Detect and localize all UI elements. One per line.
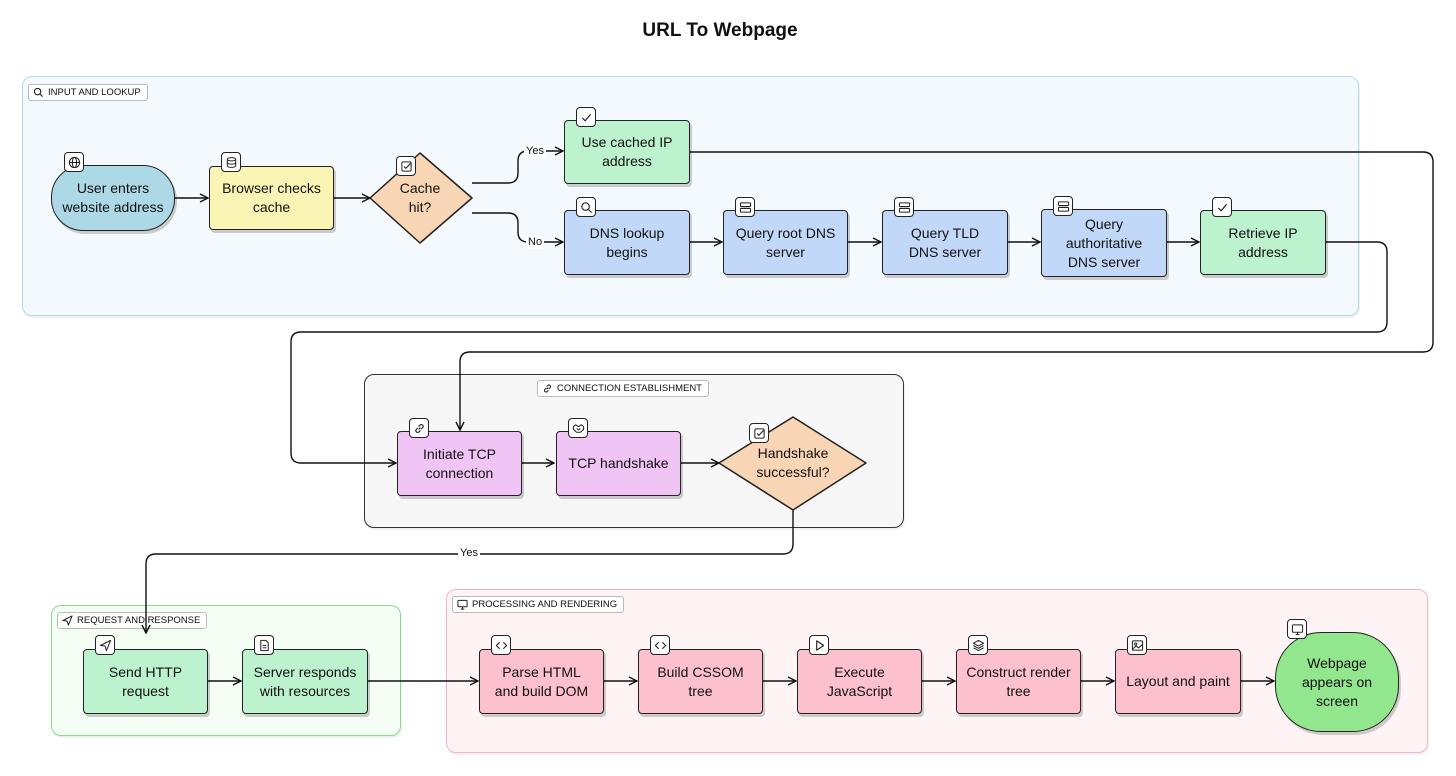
node-construct-render: Construct render tree	[956, 649, 1081, 714]
node-webpage-appears: Webpage appears on screen	[1275, 632, 1399, 732]
handshake-icon	[568, 418, 588, 438]
node-build-cssom: Build CSSOM tree	[638, 649, 763, 714]
edge-cached-to-tcp	[460, 151, 1434, 430]
globe-icon	[64, 152, 84, 172]
node-query-auth: Query authoritative DNS server	[1041, 209, 1167, 277]
node-tcp-handshake: TCP handshake	[556, 431, 681, 496]
node-handshake-ok: Handshake successful?	[756, 445, 830, 480]
edge-label-yes-cache: Yes	[524, 145, 546, 158]
search-icon	[33, 87, 44, 98]
edge-handshake-yes	[146, 510, 794, 633]
code-icon	[491, 635, 511, 655]
document-icon	[254, 635, 274, 655]
database-icon	[221, 152, 241, 172]
image-icon	[1127, 635, 1147, 655]
check-icon	[1212, 197, 1232, 217]
layers-icon	[968, 635, 988, 655]
send-icon	[95, 635, 115, 655]
node-use-cached: Use cached IP address	[564, 120, 690, 184]
server-icon	[735, 197, 755, 217]
play-icon	[809, 635, 829, 655]
node-user-enters: User enters website address	[51, 165, 175, 231]
checkbox-icon	[396, 156, 416, 176]
edge-label-no-cache: No	[526, 236, 545, 249]
node-execute-js: Execute JavaScript	[797, 649, 922, 714]
link-icon	[543, 384, 552, 393]
send-icon	[62, 615, 73, 626]
node-retrieve-ip: Retrieve IP address	[1200, 210, 1326, 275]
node-server-responds: Server responds with resources	[242, 649, 368, 714]
node-query-tld: Query TLD DNS server	[882, 210, 1008, 275]
monitor-icon	[1287, 619, 1307, 639]
node-send-http: Send HTTP request	[83, 649, 208, 714]
node-cache-hit: Cache hit?	[399, 180, 441, 215]
node-dns-lookup: DNS lookup begins	[564, 210, 690, 275]
diagram-title: URL To Webpage	[642, 20, 798, 41]
edge-cache-no	[472, 212, 563, 242]
edge-cache-yes	[472, 151, 563, 184]
node-query-root: Query root DNS server	[723, 210, 848, 275]
checkbox-icon	[749, 423, 769, 443]
edge-retrieve-to-tcp	[290, 241, 1388, 463]
edge-label-yes-handshake: Yes	[458, 547, 480, 560]
monitor-icon	[457, 599, 468, 610]
server-icon	[894, 197, 914, 217]
group-processing	[446, 589, 1428, 753]
group-label-processing: PROCESSING AND RENDERING	[452, 596, 625, 613]
group-label-request-response: REQUEST AND RESPONSE	[57, 612, 208, 629]
link-icon	[409, 418, 429, 438]
node-layout-paint: Layout and paint	[1115, 649, 1241, 714]
search-icon	[576, 197, 596, 217]
node-parse-html: Parse HTML and build DOM	[479, 649, 604, 714]
server-icon	[1053, 196, 1073, 216]
group-label-input-lookup: INPUT AND LOOKUP	[28, 84, 148, 101]
decision-cache-hit-shape	[369, 152, 473, 244]
node-browser-checks: Browser checks cache	[209, 166, 334, 230]
group-label-connection: CONNECTION ESTABLISHMENT	[537, 380, 709, 397]
code-icon	[650, 635, 670, 655]
check-icon	[576, 107, 596, 127]
node-initiate-tcp: Initiate TCP connection	[397, 431, 522, 496]
